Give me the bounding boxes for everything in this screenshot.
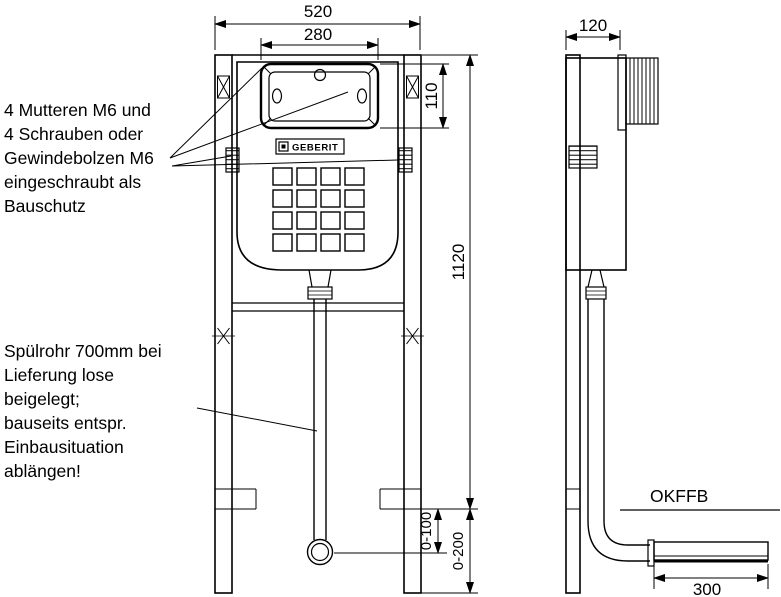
- pipe-note-line1: Spülrohr 700mm bei: [4, 341, 162, 361]
- fastener-note-line5: Bauschutz: [4, 196, 86, 216]
- right-m6-bracket: [398, 147, 413, 173]
- left-m6-bracket: [225, 147, 240, 173]
- inlet-block: [625, 57, 659, 125]
- annotation-notes: 4 Mutteren M6 und 4 Schrauben oder Gewin…: [4, 100, 162, 481]
- logo-mark-fill: [281, 144, 286, 149]
- opening-hole: [313, 68, 327, 82]
- leader-lines: [169, 67, 399, 432]
- side-flush-pipe-inner: [603, 299, 650, 546]
- dim-opening-width-label: 280: [304, 25, 332, 44]
- left-rail: [214, 54, 233, 594]
- foot-details: [215, 488, 421, 510]
- flush-bend: [308, 269, 332, 288]
- pipe-outlet: [647, 539, 655, 567]
- keypad-grid: [272, 167, 366, 255]
- logo-text: GEBERIT: [292, 143, 338, 154]
- inspection-opening-inner: [268, 71, 371, 122]
- pipe-note-line4: bauseits entspr.: [4, 413, 127, 433]
- dim-overall-width-label: 520: [304, 2, 332, 21]
- inlet-duct: [617, 54, 627, 131]
- pipe-note-line3: beigelegt;: [4, 389, 80, 409]
- dimensions: [214, 16, 769, 594]
- base-plate: [653, 541, 769, 563]
- drain-connector-inner: [310, 542, 330, 562]
- side-foot-details: [566, 488, 580, 510]
- side-flush-bend: [587, 269, 605, 288]
- side-pipe-coupling: [585, 286, 607, 300]
- fastener-note-line1: 4 Mutteren M6 und: [4, 100, 151, 120]
- drain-connector-outer: [306, 538, 334, 566]
- dim-base-length-label: 300: [693, 580, 721, 597]
- inspection-opening-outer: [259, 62, 380, 130]
- cistern-side: [565, 57, 627, 271]
- front-view: GEBERIT: [212, 54, 424, 594]
- dim-frame-height-label: 1120: [449, 244, 468, 281]
- opening-corner-marks: [262, 65, 377, 127]
- floor-level-label: OKFFB: [650, 486, 708, 506]
- dim-depth-label: 120: [579, 16, 607, 35]
- geberit-logo: GEBERIT: [275, 138, 345, 155]
- side-rail: [565, 54, 581, 594]
- logo-frame: [275, 138, 345, 155]
- pipe-note-line5: Einbausituation: [4, 437, 124, 457]
- side-flush-pipe-outer: [587, 299, 650, 562]
- fastener-note-line4: eingeschraubt als: [4, 172, 141, 192]
- dim-leg-adjust-label: 0-200: [450, 532, 467, 570]
- pipe-note-line2: Lieferung lose: [4, 365, 114, 385]
- fastener-leader-lines: [169, 67, 399, 167]
- rail-center-marks: [212, 327, 424, 345]
- pipe-coupling: [307, 286, 333, 300]
- right-screw-boss: [356, 88, 368, 104]
- logo-mark: [278, 141, 289, 152]
- left-screw-boss: [271, 88, 283, 104]
- rail-fixing-boxes: [217, 75, 419, 99]
- dim-pipe-adjust-label: 0-100: [418, 512, 435, 550]
- cistern-outline: [236, 61, 399, 271]
- pipe-note-line6: ablängen!: [4, 461, 81, 481]
- fastener-note-line2: 4 Schrauben oder: [4, 124, 143, 144]
- side-view: [565, 54, 659, 594]
- fastener-note-line3: Gewindebolzen M6: [4, 148, 154, 168]
- side-bracket: [568, 145, 598, 169]
- dim-opening-height-label: 110: [422, 82, 441, 109]
- pipe-leader-line: [196, 407, 318, 432]
